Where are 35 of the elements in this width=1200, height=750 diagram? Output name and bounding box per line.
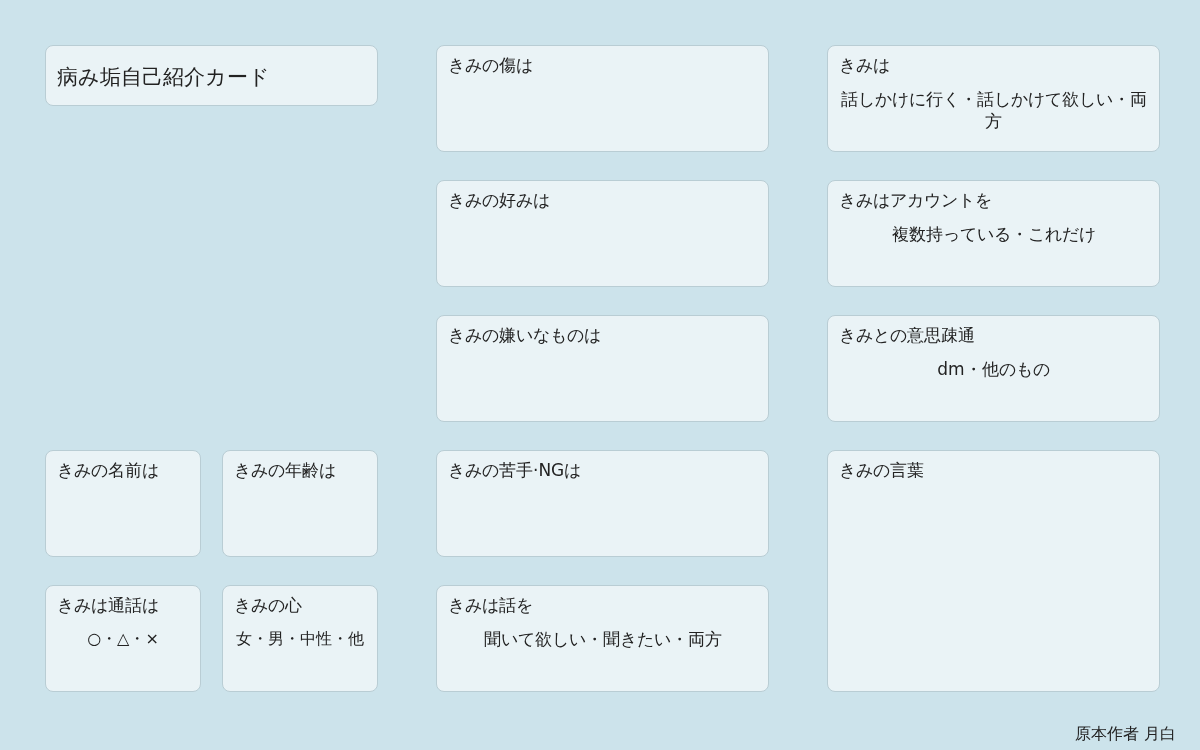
question-card	[222, 450, 378, 557]
question-card	[827, 450, 1160, 692]
question-card	[222, 585, 378, 692]
author-credit: 原本作者 月白	[1074, 724, 1176, 745]
question-label: きみは通話は	[57, 594, 159, 616]
question-card	[436, 45, 769, 152]
question-label: きみの名前は	[57, 459, 159, 481]
title-box	[45, 45, 378, 106]
answer-options: 話しかけに行く・話しかけて欲しい・両方	[839, 88, 1148, 132]
question-label: きみの好みは	[448, 189, 550, 211]
question-label: きみはアカウントを	[839, 189, 992, 211]
question-label: きみの年齢は	[234, 459, 336, 481]
answer-options: ○・△・×	[51, 628, 195, 650]
question-card	[45, 450, 201, 557]
answer-options: dm・他のもの	[839, 358, 1148, 380]
question-label: きみの嫌いなものは	[448, 324, 601, 346]
question-card	[436, 315, 769, 422]
answer-options: 聞いて欲しい・聞きたい・両方	[448, 628, 757, 650]
question-card	[827, 315, 1160, 422]
question-label: きみは	[839, 54, 890, 76]
question-card	[436, 450, 769, 557]
question-label: きみの言葉	[839, 459, 924, 481]
question-card	[45, 585, 201, 692]
question-label: きみの心	[234, 594, 302, 616]
question-card	[436, 585, 769, 692]
question-label: きみとの意思疎通	[839, 324, 975, 346]
question-card	[827, 180, 1160, 287]
question-card	[436, 180, 769, 287]
question-label: きみの苦手·NGは	[448, 459, 582, 481]
question-card	[827, 45, 1160, 152]
card-title: 病み垢自己紹介カード	[57, 64, 270, 90]
question-label: きみの傷は	[448, 54, 533, 76]
answer-options: 複数持っている・これだけ	[839, 223, 1148, 245]
answer-options: 女・男・中性・他	[228, 628, 372, 650]
question-label: きみは話を	[448, 594, 533, 616]
